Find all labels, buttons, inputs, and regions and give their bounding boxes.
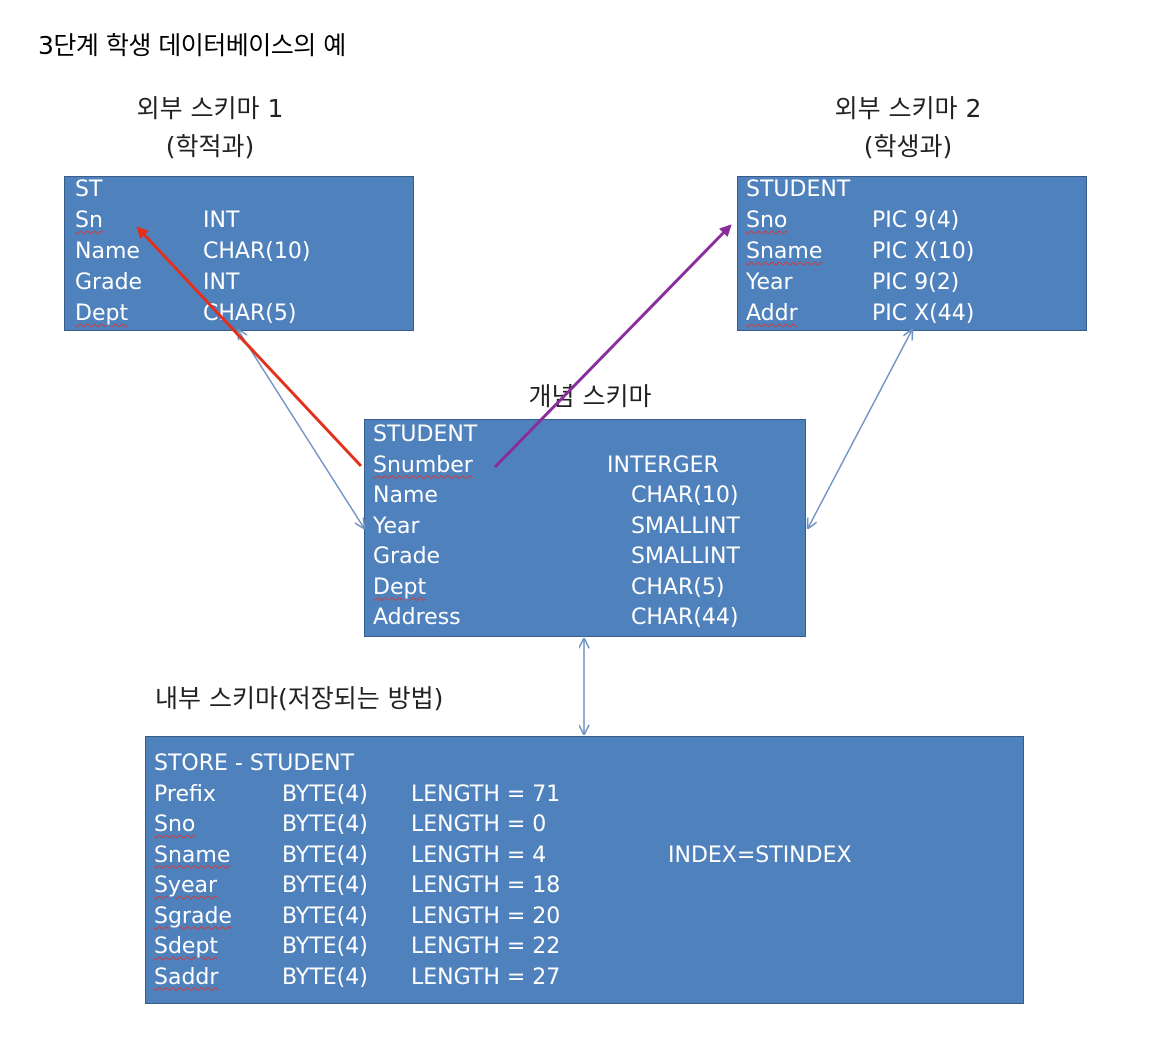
- external-schema-2-subtitle: (학생과): [863, 132, 953, 161]
- field-name: Sname: [746, 239, 823, 264]
- field-type: SMALLINT: [631, 544, 740, 569]
- conceptual-record-name: STUDENT: [373, 422, 478, 447]
- field-name: Snumber: [373, 452, 473, 478]
- conceptual-schema-heading: 개념 스키마: [440, 378, 740, 416]
- field-name: Sno: [154, 812, 196, 837]
- field-name: Sn: [75, 208, 103, 233]
- field-name: Sdept: [154, 934, 219, 959]
- field-length: LENGTH = 4: [411, 842, 547, 868]
- red-arrow-snumber-to-sn: [136, 226, 363, 468]
- mapping-ext1-conceptual: [238, 330, 364, 528]
- field-name: Dept: [75, 301, 129, 326]
- external-schema-1-heading: 외부 스키마 1 (학적과): [60, 90, 360, 166]
- field-name: Addr: [746, 301, 798, 326]
- external1-record-name: ST: [75, 177, 103, 202]
- external-schema-2-heading: 외부 스키마 2 (학생과): [758, 90, 1058, 166]
- field-name: Grade: [75, 270, 143, 295]
- field-type: PIC X(10): [872, 239, 975, 264]
- field-type: BYTE(4): [282, 842, 368, 868]
- field-type: INT: [203, 208, 240, 233]
- field-name: Sgrade: [154, 903, 232, 929]
- page-title: 3단계 학생 데이터베이스의 예: [38, 31, 346, 60]
- field-name: Syear: [154, 873, 218, 898]
- field-type: SMALLINT: [631, 513, 740, 539]
- field-type: PIC 9(2): [872, 270, 960, 295]
- field-length: LENGTH = 27: [411, 964, 561, 990]
- field-name: Saddr: [154, 964, 219, 990]
- mapping-ext2-conceptual: [808, 330, 912, 528]
- field-type: BYTE(4): [282, 873, 368, 898]
- external-schema-1-title: 외부 스키마 1: [136, 94, 284, 123]
- field-type: BYTE(4): [282, 964, 368, 990]
- field-length: LENGTH = 18: [411, 873, 561, 898]
- field-length: LENGTH = 20: [411, 903, 561, 929]
- field-type: PIC X(44): [872, 301, 975, 326]
- field-type: BYTE(4): [282, 812, 368, 837]
- internal-schema-title: 내부 스키마(저장되는 방법): [155, 684, 444, 713]
- external2-record-name: STUDENT: [746, 177, 851, 202]
- field-type: INT: [203, 270, 240, 295]
- internal-record-name: STORE - STUDENT: [154, 751, 355, 776]
- field-type: CHAR(44): [631, 605, 739, 630]
- field-type: CHAR(10): [203, 239, 311, 264]
- field-type: INTERGER: [607, 452, 719, 478]
- purple-arrow-snumber-to-sno: [493, 224, 732, 469]
- field-type: CHAR(10): [631, 483, 739, 508]
- field-type: BYTE(4): [282, 934, 368, 959]
- external-schema-1-subtitle: (학적과): [165, 132, 255, 161]
- field-type: BYTE(4): [282, 781, 368, 807]
- conceptual-schema-title: 개념 스키마: [528, 382, 652, 411]
- field-name: Sname: [154, 842, 231, 868]
- field-length: LENGTH = 22: [411, 934, 561, 959]
- internal-schema-heading: 내부 스키마(저장되는 방법): [155, 680, 655, 718]
- field-name: Address: [373, 605, 461, 630]
- field-name: Dept: [373, 574, 427, 600]
- field-name: Grade: [373, 544, 441, 569]
- index-label: INDEX=STINDEX: [668, 842, 852, 868]
- field-length: LENGTH = 71: [411, 781, 561, 807]
- field-name: Sno: [746, 208, 788, 233]
- field-name: Prefix: [154, 781, 216, 807]
- field-name: Name: [373, 483, 438, 508]
- external-schema-2-title: 외부 스키마 2: [834, 94, 982, 123]
- field-type: CHAR(5): [631, 574, 725, 600]
- field-name: Year: [373, 513, 420, 539]
- field-name: Year: [746, 270, 793, 295]
- field-type: PIC 9(4): [872, 208, 960, 233]
- field-type: BYTE(4): [282, 903, 368, 929]
- field-length: LENGTH = 0: [411, 812, 547, 837]
- field-name: Name: [75, 239, 140, 264]
